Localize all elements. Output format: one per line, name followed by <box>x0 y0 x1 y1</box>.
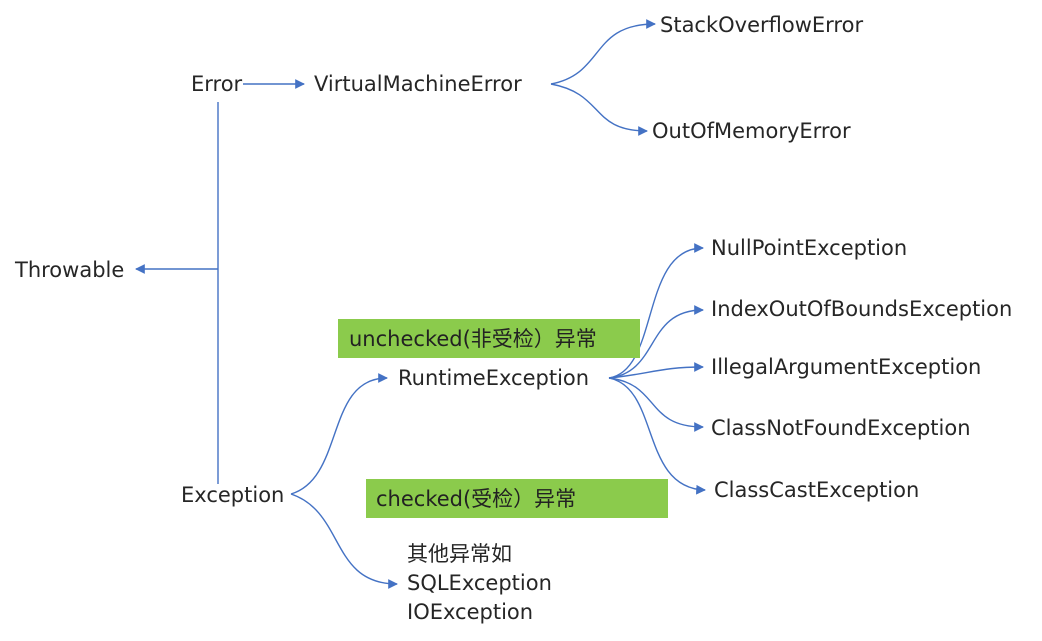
nodes: Throwable Error VirtualMachineError Stac… <box>14 13 1012 624</box>
node-virtual-machine-error: VirtualMachineError <box>314 72 522 96</box>
node-out-of-memory-error: OutOfMemoryError <box>652 119 851 143</box>
node-other-exceptions-line3: IOException <box>407 600 533 624</box>
node-illegal-argument-exception: IllegalArgumentException <box>711 355 981 379</box>
unchecked-tag: unchecked(非受检）异常 <box>338 319 640 358</box>
node-exception: Exception <box>181 483 284 507</box>
node-index-out-of-bounds-exception: IndexOutOfBoundsException <box>711 297 1012 321</box>
node-null-point-exception: NullPointException <box>711 236 907 260</box>
node-runtime-exception: RuntimeException <box>398 366 589 390</box>
arrow-to-class-not-found <box>608 377 704 432</box>
arrow-to-illegal-argument <box>608 362 704 379</box>
arrow-to-index-out-of-bounds <box>608 305 704 379</box>
node-class-not-found-exception: ClassNotFoundException <box>711 416 971 440</box>
arrow-to-class-cast <box>608 377 706 495</box>
arrow-to-other-exceptions <box>290 493 398 589</box>
arrow-to-null-point <box>608 243 704 379</box>
node-class-cast-exception: ClassCastException <box>714 478 919 502</box>
node-throwable: Throwable <box>14 258 124 282</box>
node-other-exceptions-line1: 其他异常如 <box>407 542 512 566</box>
node-other-exceptions-line2: SQLException <box>407 571 552 595</box>
checked-tag: checked(受检）异常 <box>366 479 668 518</box>
arrow-to-outofmemory <box>550 83 648 136</box>
node-error: Error <box>191 72 243 96</box>
arrow-to-stackoverflow <box>550 19 656 85</box>
connectors <box>135 19 706 589</box>
checked-tag-label: checked(受检）异常 <box>376 487 576 511</box>
arrow-to-runtime-exception <box>290 373 388 495</box>
node-stack-overflow-error: StackOverflowError <box>660 13 863 37</box>
unchecked-tag-label: unchecked(非受检）异常 <box>349 327 597 351</box>
